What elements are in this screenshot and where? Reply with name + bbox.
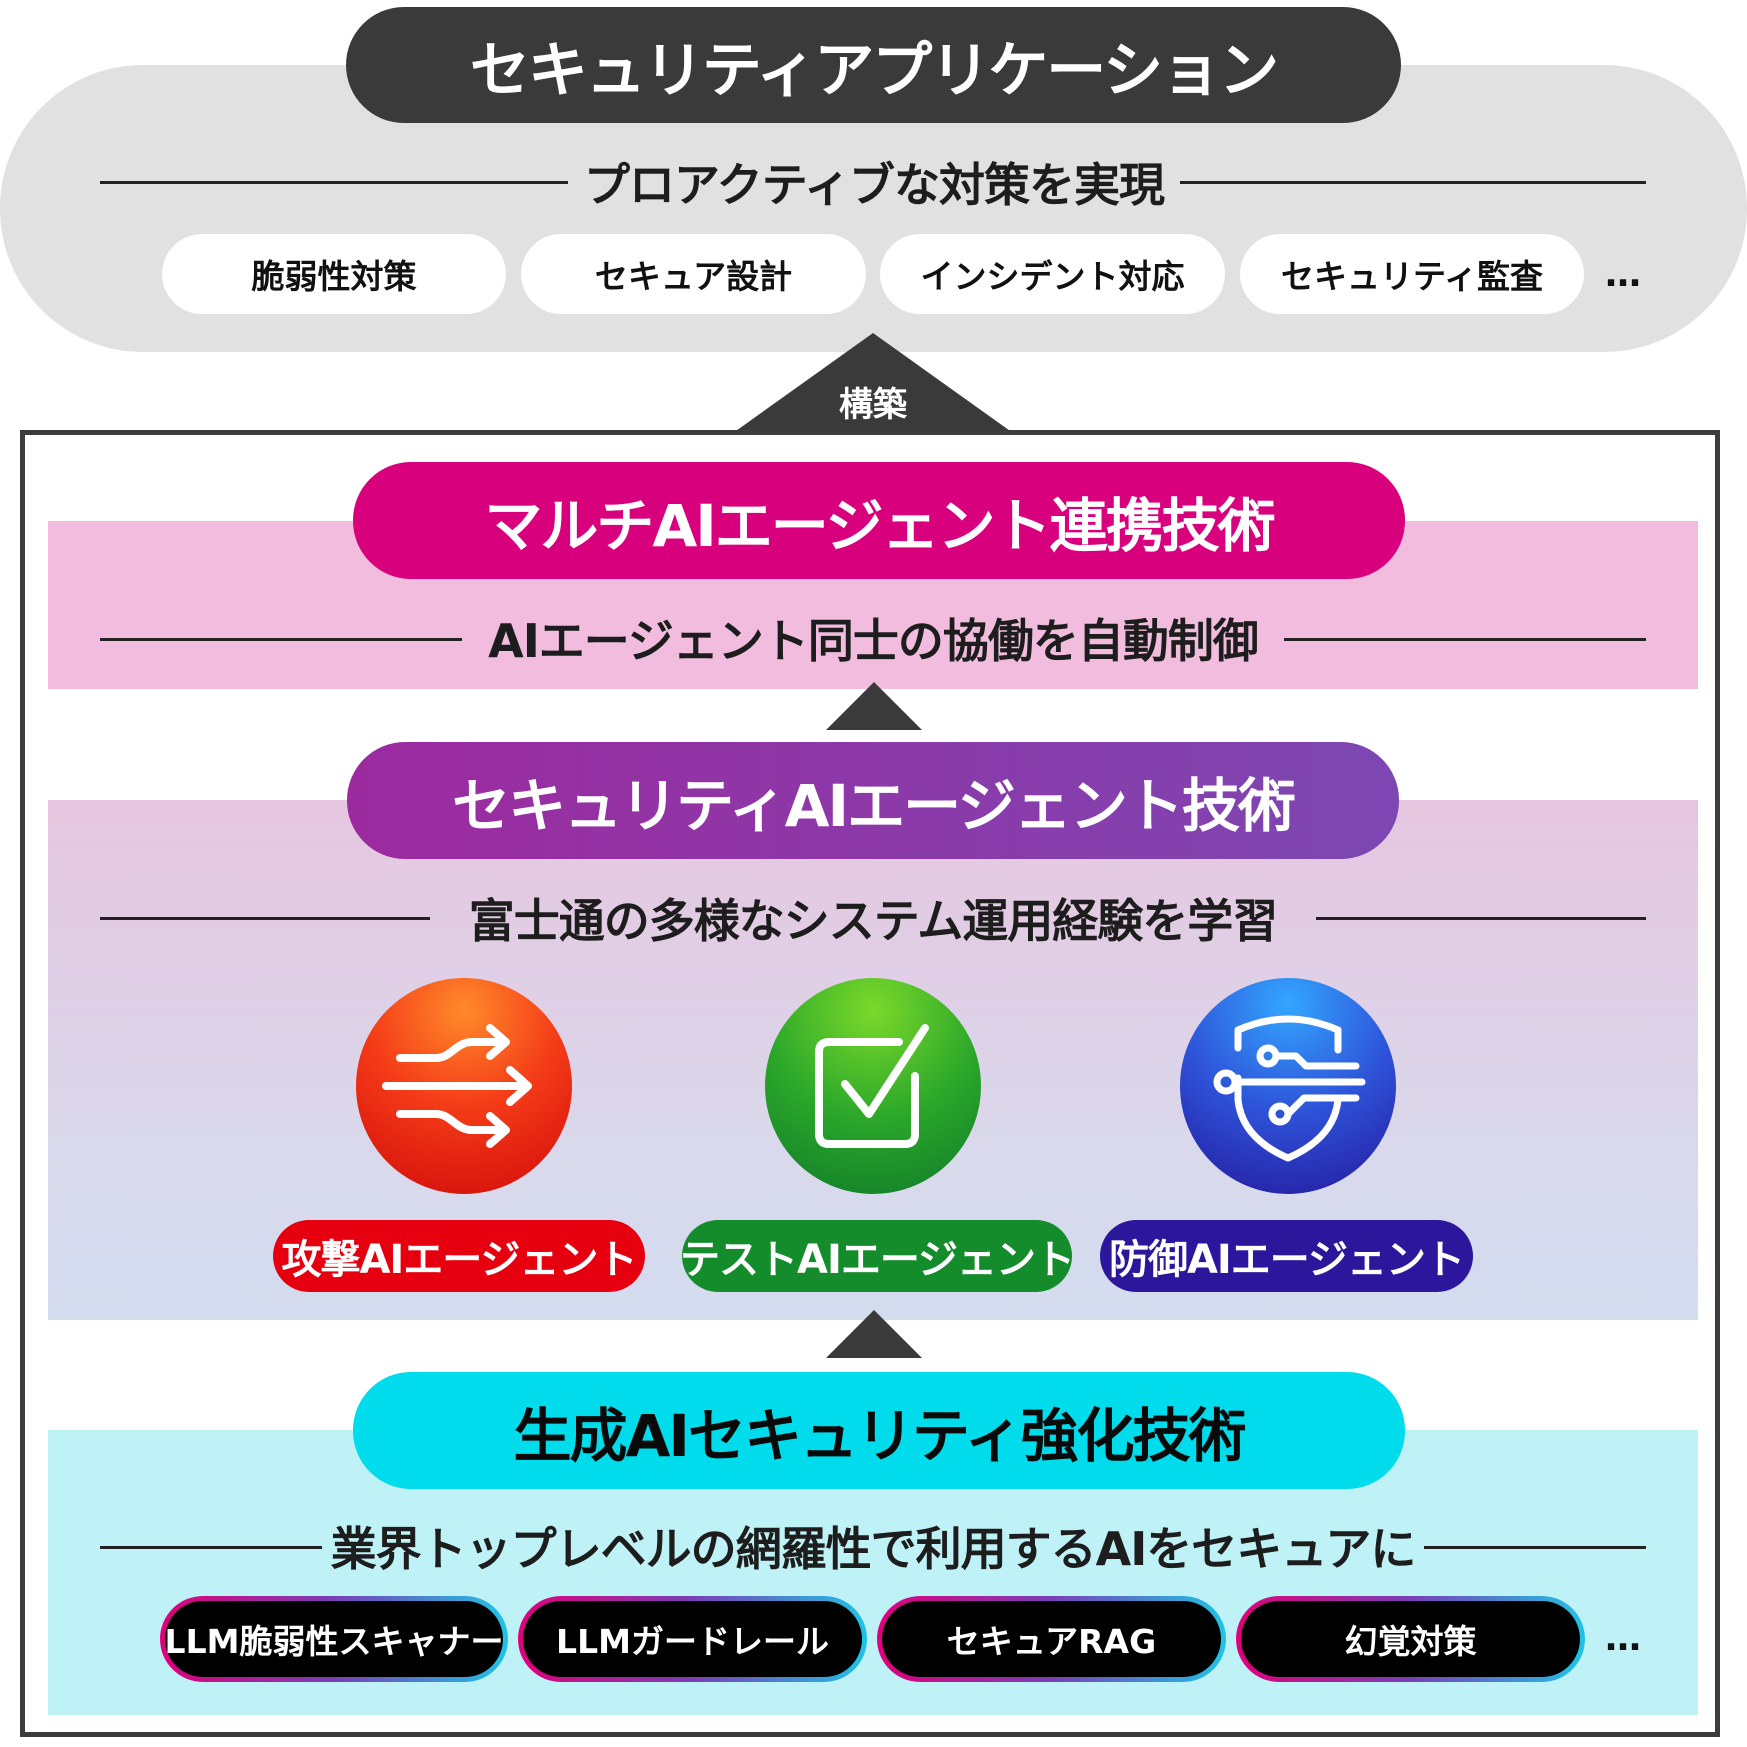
multi-agent-title: マルチAIエージェント連携技術	[353, 462, 1405, 579]
attack-agent-label: 攻撃AIエージェント	[273, 1220, 645, 1292]
attack-agent-circle	[356, 978, 572, 1194]
subtitle-rule-left	[100, 638, 462, 641]
test-agent-circle	[765, 978, 981, 1194]
genai-security-subtitle: 業界トップレベルの網羅性で利用するAIをセキュアに	[330, 1522, 1417, 1576]
genai-item-label: LLM脆弱性スキャナー	[165, 1601, 503, 1677]
subtitle-rule-right	[1424, 1546, 1646, 1549]
application-item: セキュリティ監査	[1240, 234, 1584, 314]
multi-agent-subtitle: AIエージェント同士の協働を自動制御	[488, 614, 1259, 668]
application-layer-title: セキュリティアプリケーション	[346, 7, 1401, 123]
test-agent-label: テストAIエージェント	[680, 1220, 1075, 1292]
up-arrow-icon	[826, 1310, 922, 1358]
genai-item-label: LLMガードレール	[523, 1601, 862, 1677]
application-layer-subtitle: プロアクティブな対策を実現	[584, 158, 1165, 212]
genai-item-label: セキュアRAG	[882, 1601, 1221, 1677]
subtitle-rule-left	[100, 917, 430, 920]
technology-frame	[20, 430, 1720, 1737]
subtitle-rule-right	[1316, 917, 1646, 920]
up-arrow-icon	[826, 682, 922, 730]
build-connector-label: 構築	[839, 384, 907, 425]
application-item: インシデント対応	[880, 234, 1225, 314]
genai-item: LLM脆弱性スキャナー	[160, 1596, 508, 1682]
security-agent-subtitle: 富士通の多様なシステム運用経験を学習	[468, 894, 1279, 948]
build-connector-arrow	[733, 333, 1013, 433]
genai-more-ellipsis: …	[1605, 1617, 1643, 1659]
arrows-icon	[382, 1024, 532, 1148]
checkbox-icon	[815, 1024, 929, 1148]
application-more-ellipsis: …	[1605, 253, 1643, 295]
security-agent-title: セキュリティAIエージェント技術	[347, 742, 1399, 859]
genai-item: セキュアRAG	[877, 1596, 1226, 1682]
genai-item: 幻覚対策	[1236, 1596, 1585, 1682]
subtitle-rule-left	[100, 1546, 322, 1549]
defense-agent-circle	[1180, 978, 1396, 1194]
shield-circuit-icon	[1213, 1015, 1366, 1162]
genai-item: LLMガードレール	[518, 1596, 867, 1682]
subtitle-rule-right	[1180, 181, 1646, 184]
genai-security-title: 生成AIセキュリティ強化技術	[353, 1372, 1405, 1489]
genai-item-label: 幻覚対策	[1241, 1601, 1580, 1677]
subtitle-rule-right	[1284, 638, 1646, 641]
application-item: 脆弱性対策	[162, 234, 506, 314]
application-item: セキュア設計	[521, 234, 866, 314]
defense-agent-label: 防御AIエージェント	[1100, 1220, 1473, 1292]
subtitle-rule-left	[100, 181, 568, 184]
